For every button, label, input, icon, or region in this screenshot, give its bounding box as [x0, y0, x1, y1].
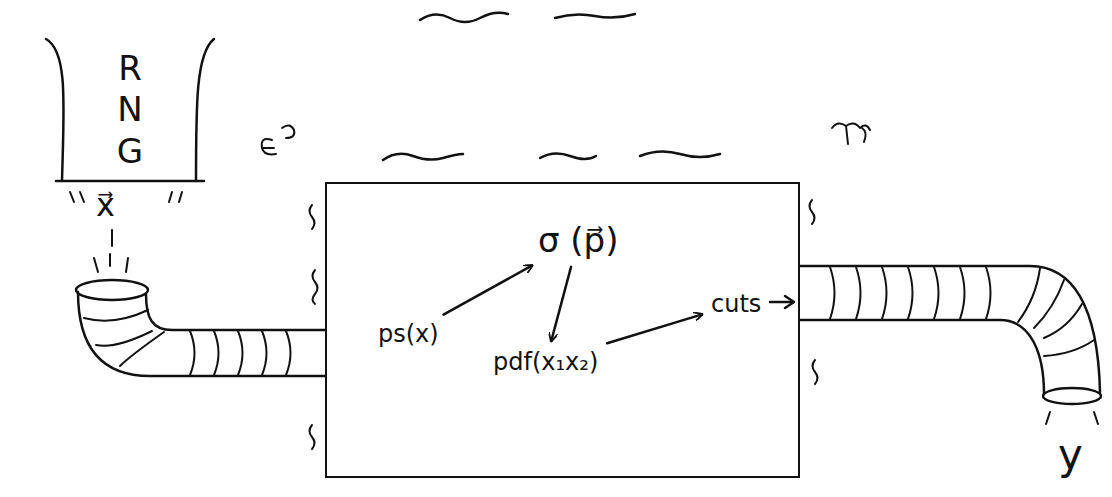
hose-outer — [78, 292, 325, 376]
step-label: ps(x) — [372, 316, 445, 352]
process-box: ps(x) σ (p⃗) pdf(x₁x₂) cuts — [325, 182, 800, 478]
step-text: cuts — [711, 290, 761, 318]
squiggle — [420, 13, 508, 22]
step-text: pdf(x₁x₂) — [493, 348, 598, 376]
funnel-ticks — [70, 192, 182, 246]
emission-ticks — [1046, 412, 1098, 424]
step-text: σ (p⃗) — [538, 220, 618, 260]
cuts-arrow — [770, 296, 794, 308]
step-text: ps(x) — [378, 320, 439, 348]
input-hose — [76, 254, 325, 376]
flow-arrow — [551, 267, 571, 341]
squiggle — [310, 205, 315, 229]
rng-funnel: R N G — [40, 35, 220, 185]
arrowhead — [785, 296, 794, 308]
hose-rib — [84, 310, 164, 366]
hose-inner — [800, 320, 1044, 394]
outflow-arrow — [770, 301, 793, 304]
wavy-lines — [383, 13, 720, 160]
squiggle — [813, 360, 818, 384]
funnel-path — [46, 39, 214, 181]
flow-arrow — [443, 265, 532, 314]
squiggle — [540, 153, 596, 159]
squiggle — [555, 14, 635, 18]
step-label: σ (p⃗) — [532, 216, 624, 264]
squiggle — [310, 425, 315, 449]
doodle — [262, 125, 295, 154]
funnel-text: R N G — [113, 48, 147, 172]
emission-ticks — [70, 192, 182, 202]
squiggle — [383, 154, 463, 160]
vector-label: x⃗ — [96, 186, 115, 224]
squiggle — [810, 200, 815, 224]
emission-ticks — [94, 254, 128, 272]
side-squiggles — [310, 200, 818, 449]
doodle — [832, 123, 870, 144]
squiggle — [640, 151, 720, 157]
hose-rib — [1018, 268, 1094, 356]
hose-opening — [1043, 388, 1101, 404]
output-hose — [800, 266, 1101, 424]
hose-opening — [76, 280, 148, 300]
flow-tick — [111, 230, 113, 246]
output-label: y — [1058, 430, 1083, 479]
flow-arrow — [607, 314, 702, 343]
doodles — [262, 123, 870, 154]
hose-rib — [830, 267, 991, 319]
step-label: pdf(x₁x₂) — [487, 344, 604, 380]
hose-rib — [190, 331, 291, 375]
squiggle — [313, 270, 318, 304]
step-label: cuts — [705, 286, 767, 322]
hose-inner — [146, 294, 325, 330]
hose-outer — [800, 266, 1100, 392]
